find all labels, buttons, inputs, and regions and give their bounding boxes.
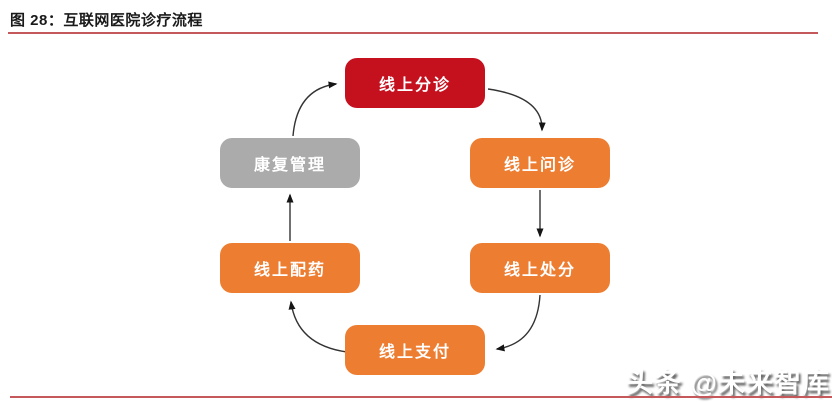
arrow-triage-to-consult: [487, 88, 546, 132]
title-divider-line: [8, 32, 818, 34]
figure-title: 图 28：互联网医院诊疗流程: [10, 12, 203, 29]
arrow-prescribe-to-pay: [495, 294, 541, 352]
node-online-dispensing: 线上配药: [220, 243, 360, 293]
node-label: 康复管理: [253, 157, 326, 174]
node-online-consultation: 线上问诊: [470, 138, 610, 188]
arrow-pay-to-dispense: [288, 300, 348, 353]
bottom-divider-line: [10, 396, 832, 398]
node-label: 线上处分: [503, 262, 576, 279]
node-rehab-management: 康复管理: [220, 138, 360, 188]
node-online-prescription: 线上处分: [470, 243, 610, 293]
arrow-rehab-to-triage: [292, 81, 338, 137]
watermark-toutiao-weilaizhiku: 头条 @未来智库: [626, 368, 830, 398]
node-online-triage: 线上分诊: [345, 58, 485, 108]
node-label: 线上配药: [253, 262, 326, 279]
node-label: 线上问诊: [503, 157, 576, 174]
node-label: 线上支付: [378, 344, 451, 361]
node-online-payment: 线上支付: [345, 325, 485, 375]
node-label: 线上分诊: [378, 77, 451, 94]
